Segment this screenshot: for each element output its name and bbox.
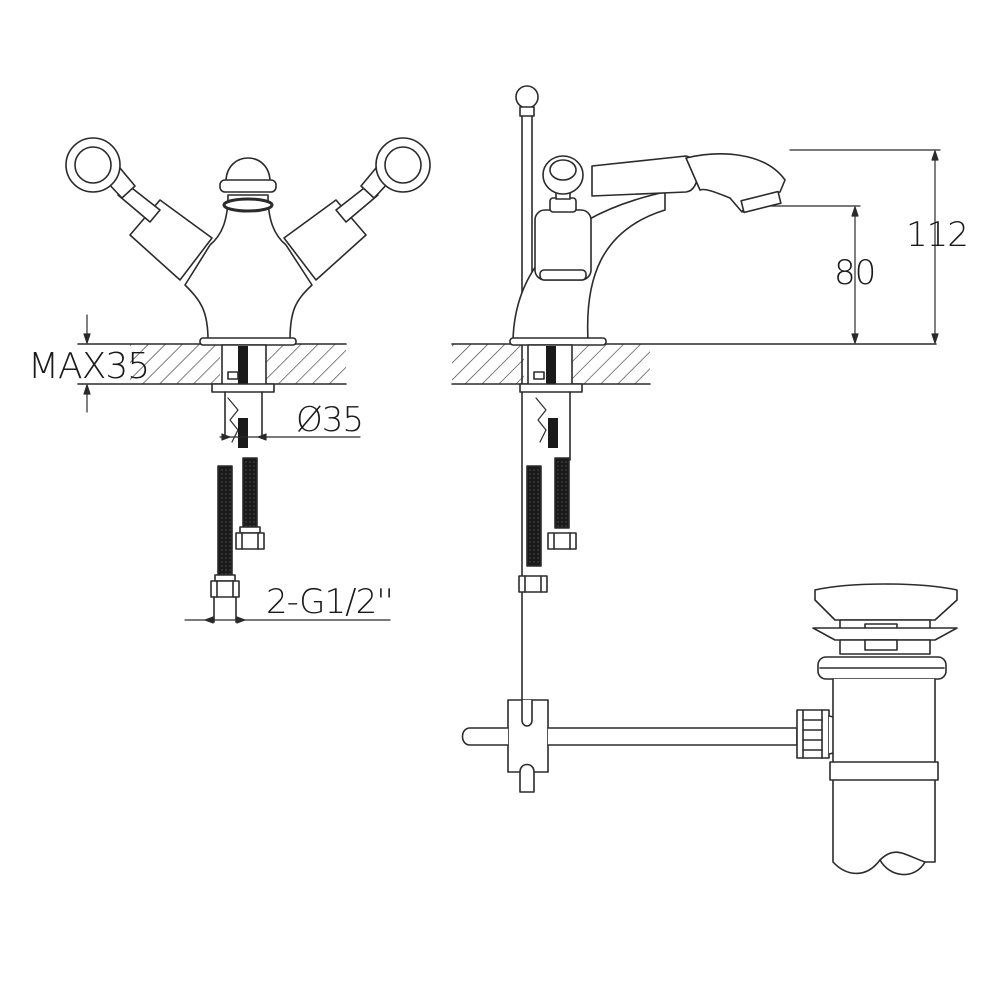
pop-up-waste: [461, 583, 958, 876]
spout-head: [685, 153, 786, 213]
dim-g12: [184, 616, 391, 624]
center-cap-icon: [225, 157, 271, 183]
flex-hose-side-short: [554, 457, 570, 529]
dim-label-max-deck-thickness: MAX35: [28, 346, 150, 387]
lever-knob-icon: [542, 155, 584, 195]
flex-hose-side-long: [526, 465, 542, 567]
dim-dia35: [219, 433, 361, 441]
dim-label-hole-diameter: Ø35: [296, 400, 364, 440]
dim-label-connection-thread: 2-G1/2'': [266, 582, 394, 622]
dim-label-overall-height: 112: [906, 215, 969, 255]
left-handle: [65, 137, 213, 281]
side-view: [451, 85, 941, 701]
dim-max35: [83, 314, 91, 413]
dim-label-spout-height: 80: [834, 253, 876, 293]
flex-hose-right: [242, 457, 258, 529]
countertop-section-side: [451, 343, 937, 385]
left-handwheel-icon: [65, 137, 121, 193]
front-view: [65, 137, 431, 624]
right-handwheel-icon: [375, 137, 431, 193]
lever-handle: [591, 155, 699, 197]
hose-nut-left: [210, 580, 240, 598]
backnut-washer: [211, 383, 275, 393]
tap-body: [184, 194, 313, 341]
popup-knob-icon: [515, 85, 539, 109]
dim-112: [789, 149, 941, 344]
right-handle: [283, 137, 431, 281]
base-flange: [199, 337, 297, 346]
popup-plug: [814, 583, 958, 621]
countertop-section: [77, 343, 347, 385]
dim-80: [769, 205, 861, 344]
hose-nut-right: [235, 532, 265, 550]
flex-hose-left: [217, 465, 233, 577]
